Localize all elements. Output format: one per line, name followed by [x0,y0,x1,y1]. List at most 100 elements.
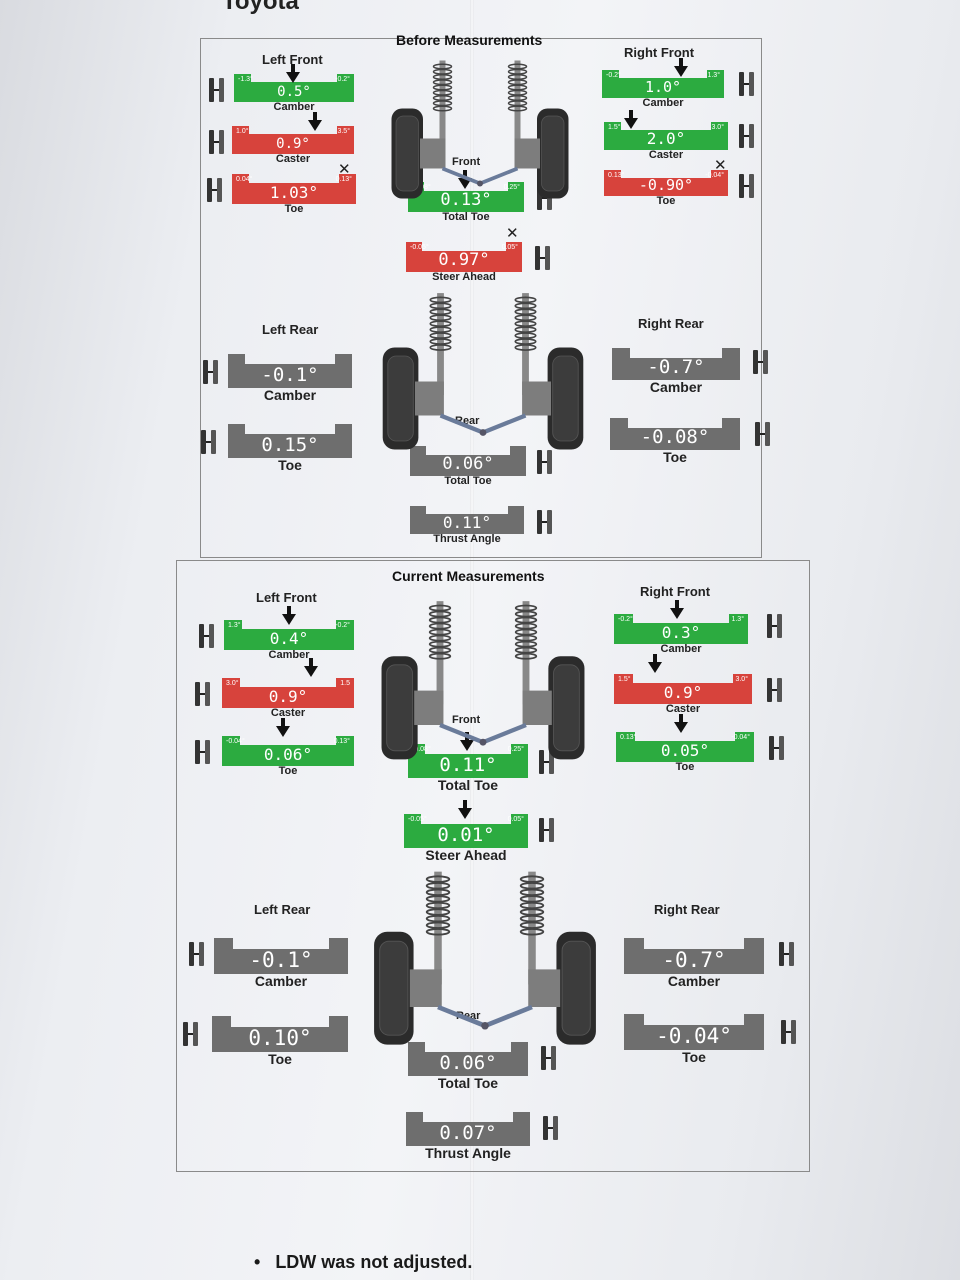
wheel-alignment-icon [778,1018,800,1051]
gauge-max-limit: 3.5° [337,128,350,135]
gauge-bar [604,177,728,196]
gauge-bar [624,1024,764,1050]
gauge-bar [408,191,524,212]
rr-camber-gauge: -0.7° [624,938,764,974]
gauge-caption: Camber [263,387,317,403]
current-measurements-panel [176,560,810,1172]
gauge-min-limit: 0.04° [236,176,253,183]
gauge-notch [335,736,354,745]
rear-total-toe-gauge: 0.06° [410,446,526,476]
lr-toe-gauge: 0.15° [228,424,352,458]
gauge-notch [509,446,526,455]
gauge-caption: Toe [278,457,302,473]
front-label: Front [452,156,481,168]
wheel-alignment-icon [736,122,758,155]
gauge-value: 1.0° [644,78,682,96]
right-front-label: Right Front [640,584,711,599]
gauge-max-limit: 3.0° [735,676,748,683]
wheel-alignment-icon [736,70,758,103]
gauge-bar [224,629,354,650]
lf-camber-arrow-icon [286,64,300,83]
thrust-angle-gauge: 0.07° [406,1112,530,1146]
wheel-alignment-icon [764,612,786,645]
gauge-caption: Camber [642,97,684,109]
gauge-min-limit: 1.3° [228,622,241,629]
gauge-max-limit: 0.05° [501,244,518,251]
gauge-max-limit: 0.25° [507,746,524,753]
gauge-min-limit: 0.13° [620,734,637,741]
wheel-alignment-icon [196,622,218,655]
footer-note-text: LDW was not adjusted. [275,1252,473,1272]
wheel-alignment-icon [736,172,758,205]
lf-caster-arrow-icon [308,112,322,131]
gauge-bar [616,741,754,762]
gauge-notch [222,736,241,745]
gauge-notch [336,126,354,135]
wheel-alignment-icon [538,1044,560,1077]
front-label: Front [452,714,481,726]
gauge-max-limit: -0.2° [335,76,350,83]
gauge-bar [222,687,354,708]
gauge-notch [505,242,522,251]
wheel-alignment-icon [764,676,786,709]
gauge-notch [722,348,740,358]
wheel-alignment-icon [536,816,558,849]
gauge-bar [404,824,528,848]
gauge-notch [228,424,246,435]
gauge-caption: Caster [275,153,311,165]
gauge-caption: Camber [649,379,703,395]
gauge-bar [222,745,354,766]
rf-camber-arrow-icon [670,600,684,619]
gauge-bar [234,82,354,102]
gauge-bar [408,754,528,778]
gauge-notch [604,170,622,178]
wheel-alignment-icon [540,1114,562,1147]
gauge-caption: Toe [682,1049,706,1065]
lf-camber-gauge: 1.3°-0.2°0.4° [224,620,354,650]
gauge-notch [710,122,728,131]
gauge-value: 0.06° [263,745,313,764]
gauge-notch [329,938,348,949]
right-rear-label: Right Rear [638,316,704,331]
rf-camber-arrow-icon [674,58,688,77]
gauge-notch [334,354,352,365]
lf-caster-arrow-icon [304,658,318,677]
gauge-value: -0.7° [662,948,726,972]
gauge-notch [334,424,352,435]
lf-camber-gauge: -1.3°-0.2°0.5° [234,74,354,102]
wheel-alignment-icon [192,680,214,713]
gauge-caption: Camber [268,649,310,661]
right-front-label: Right Front [624,45,695,60]
gauge-bar [612,357,740,380]
lf-camber-arrow-icon [282,606,296,625]
wheel-alignment-icon [200,358,222,391]
gauge-notch [614,614,633,623]
gauge-value: 0.01° [437,824,495,846]
gauge-notch [406,242,423,251]
gauge-notch [706,70,724,79]
rf-caster-gauge: 1.5°3.0°2.0° [604,122,728,150]
gauge-bar [410,514,524,534]
gauge-bar [232,134,354,154]
gauge-bar [614,683,752,704]
rf-toe-gauge: 0.13°-0.04°-0.90° [604,170,728,196]
gauge-caption: Caster [270,707,306,719]
gauge-caption: Thrust Angle [425,1145,511,1161]
wheel-alignment-icon [198,428,220,461]
gauge-notch [511,1042,528,1053]
gauge-notch [710,170,728,178]
left-rear-label: Left Rear [254,902,311,917]
gauge-bar [406,251,522,272]
gauge-caption: Caster [648,149,684,161]
gauge-value: -0.90° [638,176,694,194]
gauge-notch [624,938,644,949]
gauge-caption: Total Toe [437,777,499,793]
gauge-caption: Camber [254,973,308,989]
gauge-min-limit: -0.2° [606,72,621,79]
gauge-notch [744,938,764,949]
gauge-bar [228,434,352,458]
gauge-notch [228,354,246,365]
gauge-bar [624,948,764,974]
gauge-min-limit: 1.5° [608,124,621,131]
